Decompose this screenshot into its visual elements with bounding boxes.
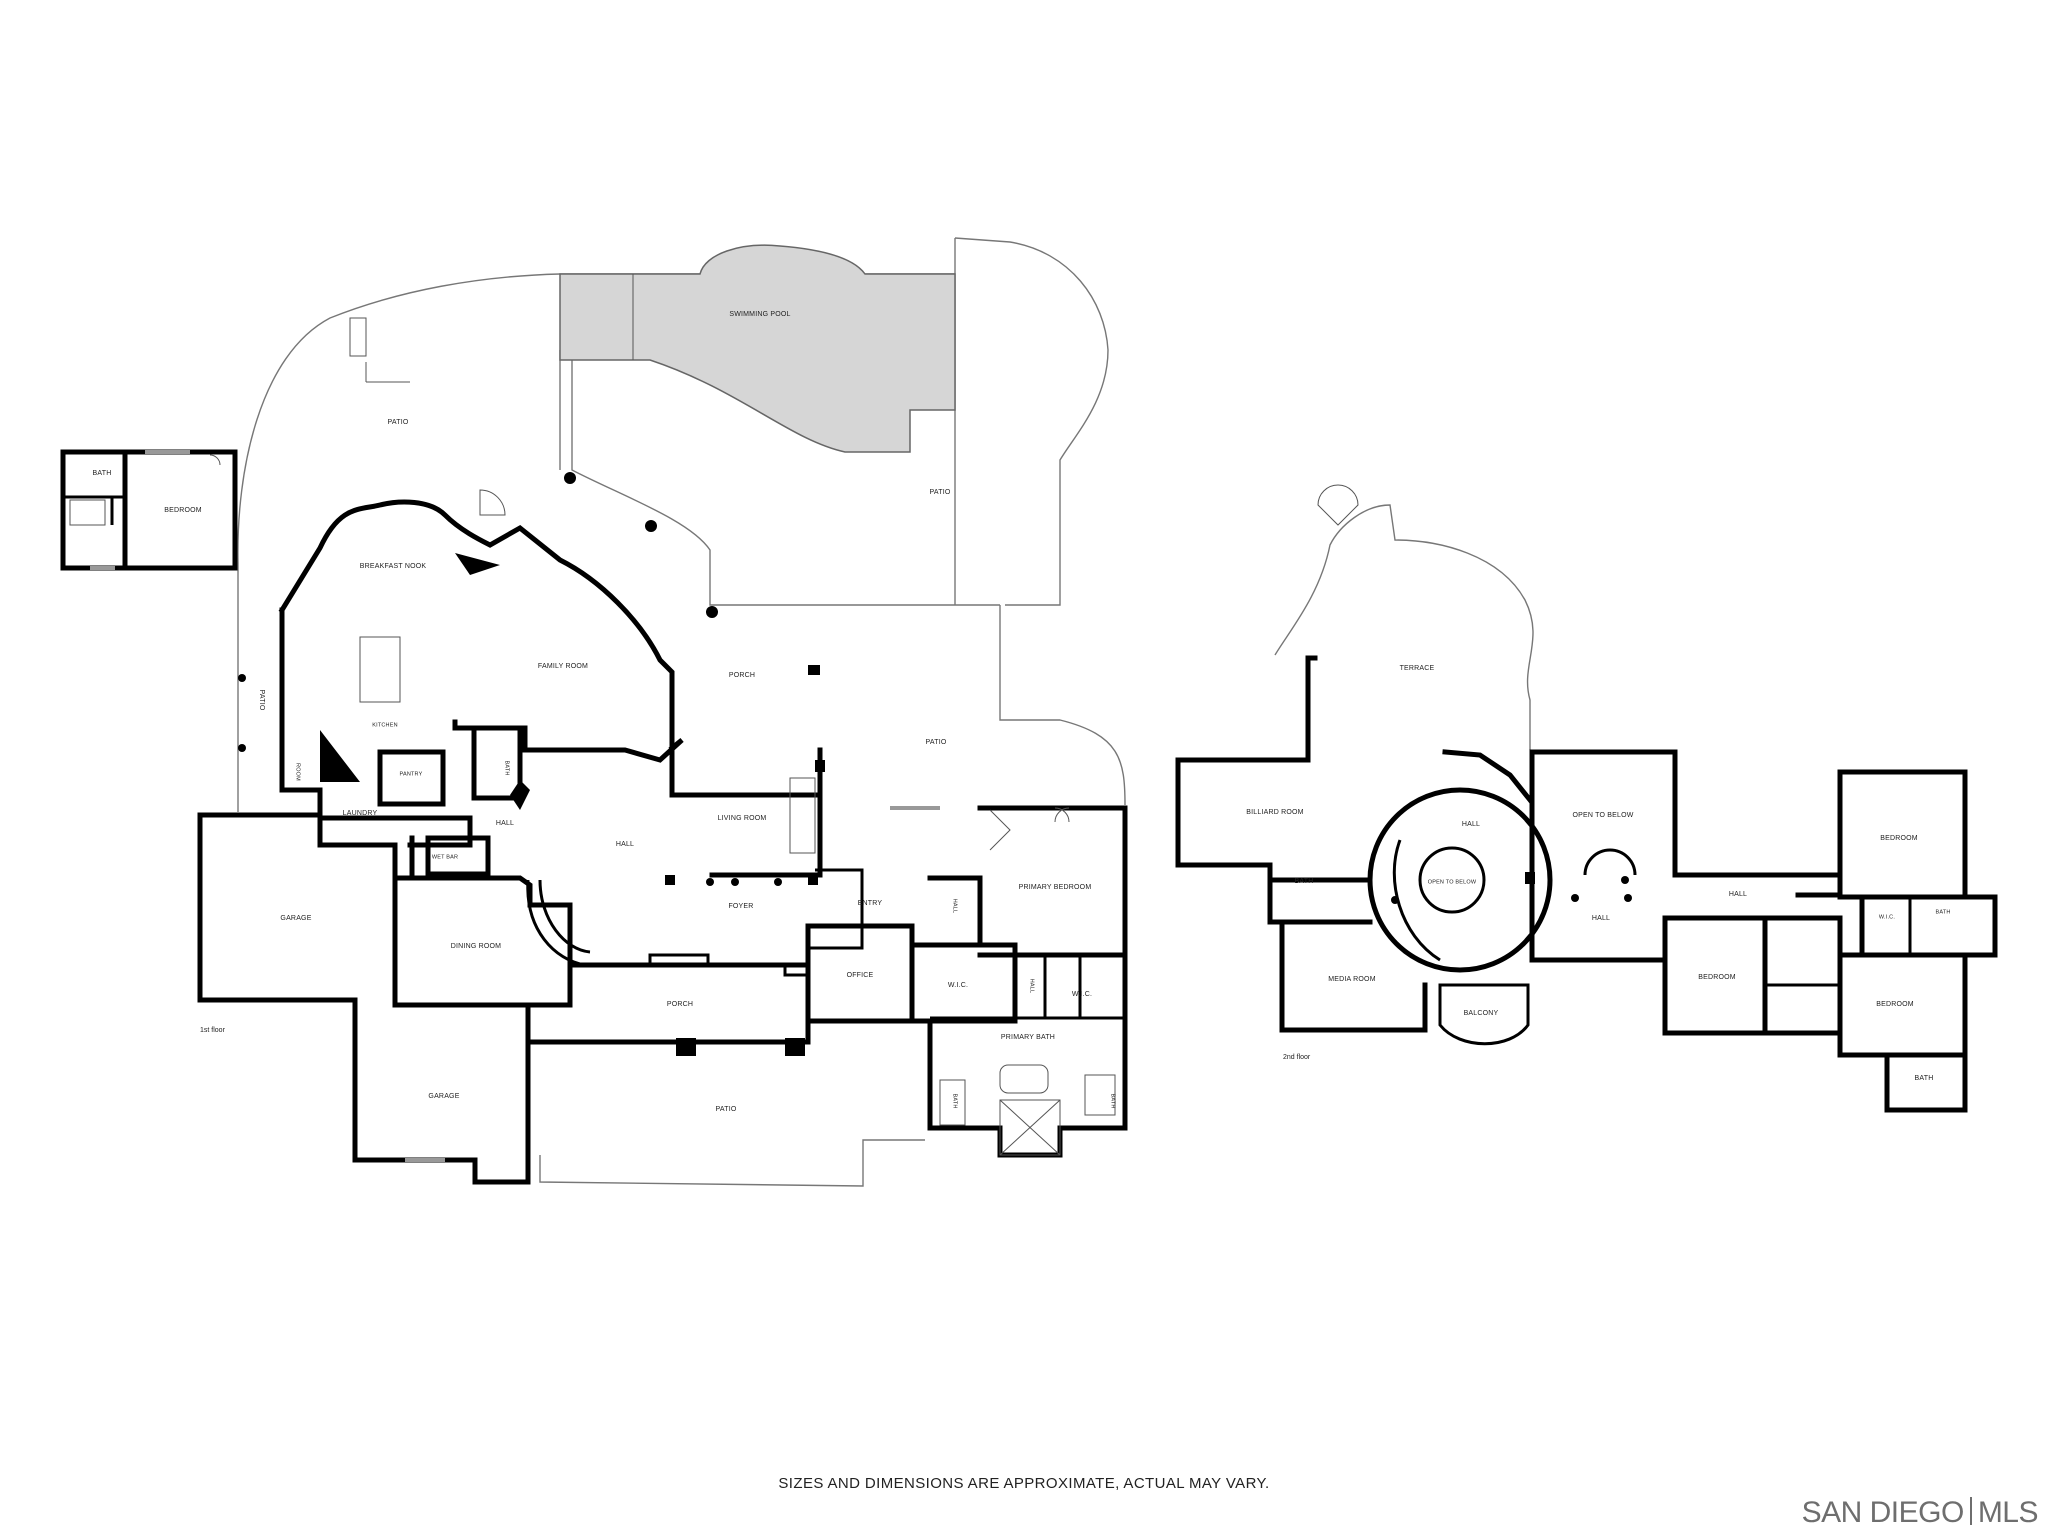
label-primary-bath: PRIMARY BATH: [1001, 1034, 1055, 1041]
floor-label-second: 2nd floor: [1283, 1054, 1311, 1061]
label-bath-ne: BATH: [1935, 909, 1950, 915]
brand-mls: MLS: [1977, 1496, 2039, 1529]
label-bedroom-se: BEDROOM: [1876, 1001, 1914, 1008]
label-hall-center: HALL: [1592, 915, 1610, 922]
label-hall-east: HALL: [952, 899, 958, 914]
label-patio-north: PATIO: [388, 419, 409, 426]
label-kitchen: KITCHEN: [372, 722, 398, 728]
label-terrace: TERRACE: [1400, 665, 1435, 672]
label-living-room: LIVING ROOM: [718, 815, 767, 822]
label-dining-room: DINING ROOM: [451, 943, 501, 950]
label-bedroom-ne: BEDROOM: [1880, 835, 1918, 842]
label-garage-south: GARAGE: [428, 1093, 459, 1100]
label-wic-east: W.I.C.: [1072, 991, 1092, 998]
label-balcony: BALCONY: [1464, 1010, 1499, 1017]
brand-logo: SAN DIEGO MLS: [1801, 1496, 2039, 1530]
brand-divider: [1969, 1497, 1972, 1525]
label-bedroom-center: BEDROOM: [1698, 974, 1736, 981]
label-bath-pb-right: BATH: [1110, 1093, 1116, 1108]
label-entry: ENTRY: [858, 900, 883, 907]
label-open-to-below-right: OPEN TO BELOW: [1572, 812, 1633, 819]
label-bath-small: BATH: [504, 760, 510, 775]
room-labels: PATIO SWIMMING POOL PATIO BATH BEDROOM B…: [93, 311, 1951, 1113]
label-primary-bedroom: PRIMARY BEDROOM: [1019, 884, 1092, 891]
second-floor-plan: [1175, 484, 1998, 1113]
label-bedroom-guest: BEDROOM: [164, 507, 202, 514]
label-hall-wic: HALL: [1029, 979, 1035, 994]
label-family-room: FAMILY ROOM: [538, 663, 588, 670]
label-hall-east-2: HALL: [1729, 891, 1747, 898]
label-porch-south: PORCH: [667, 1001, 693, 1008]
label-patio-east: PATIO: [926, 739, 947, 746]
label-patio-south: PATIO: [716, 1106, 737, 1113]
label-garage-west: GARAGE: [280, 915, 311, 922]
label-wet-bar: WET BAR: [432, 854, 458, 860]
first-floor-plan: [60, 237, 1128, 1187]
label-media-room: MEDIA ROOM: [1328, 976, 1376, 983]
label-patio-pool: PATIO: [930, 489, 951, 496]
label-bath-billiard: BATH: [1295, 878, 1314, 885]
label-laundry: LAUNDRY: [343, 810, 378, 817]
label-pantry: PANTRY: [399, 771, 422, 777]
label-wic-west: W.I.C.: [948, 982, 968, 989]
brand-name: SAN DIEGO: [1801, 1496, 1965, 1529]
label-breakfast-nook: BREAKFAST NOOK: [360, 563, 427, 570]
label-swimming-pool: SWIMMING POOL: [729, 311, 790, 318]
label-hall-upper: HALL: [1462, 821, 1480, 828]
label-bath-guest: BATH: [93, 470, 112, 477]
label-patio-west: PATIO: [258, 690, 265, 711]
label-open-to-below-center: OPEN TO BELOW: [1428, 879, 1477, 885]
label-bath-se: BATH: [1915, 1075, 1934, 1082]
label-bath-pb-left: BATH: [952, 1093, 958, 1108]
floor-label-first: 1st floor: [200, 1027, 226, 1034]
label-wic-ne: W.I.C.: [1879, 914, 1895, 920]
label-hall-kitchen: HALL: [496, 820, 514, 827]
label-billiard-room: BILLIARD ROOM: [1246, 809, 1303, 816]
label-porch-north: PORCH: [729, 672, 755, 679]
label-foyer: FOYER: [728, 903, 753, 910]
swimming-pool-shape: [559, 244, 956, 453]
label-office: OFFICE: [847, 972, 874, 979]
disclaimer-text: SIZES AND DIMENSIONS ARE APPROXIMATE, AC…: [778, 1475, 1270, 1492]
label-hall-central: HALL: [616, 841, 634, 848]
label-room: ROOM: [295, 763, 301, 781]
